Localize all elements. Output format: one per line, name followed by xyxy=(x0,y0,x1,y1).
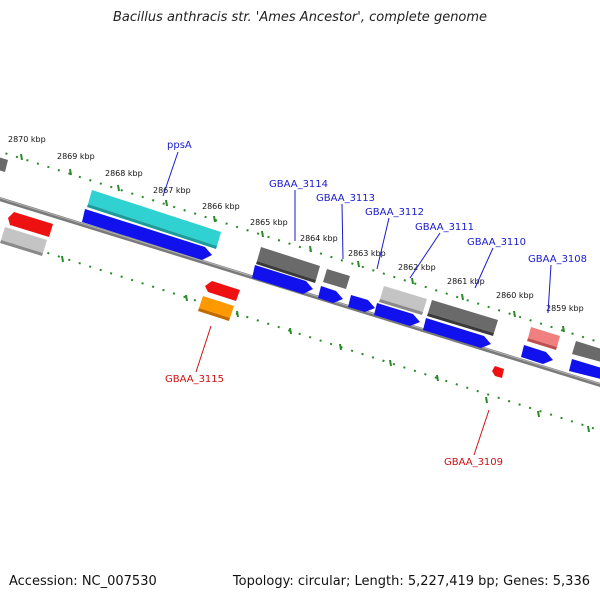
gene-feature-blue[interactable] xyxy=(318,286,343,303)
gene-feature-dark-gray[interactable] xyxy=(0,156,8,172)
gene-feature-shade xyxy=(527,338,557,350)
accession-text: Accession: NC_007530 xyxy=(9,574,157,589)
inner-tick-track xyxy=(0,236,600,432)
gene-feature-light-gray[interactable] xyxy=(1,227,47,253)
gene-feature-GBAA_3111[interactable] xyxy=(428,300,498,333)
gene-label-GBAA_3111: GBAA_3111 xyxy=(415,222,474,233)
gene-label-ppsA: ppsA xyxy=(167,140,192,151)
kbp-label: 2868 kbp xyxy=(105,169,143,178)
gene-feature-shade xyxy=(427,313,494,336)
gene-feature-blue[interactable] xyxy=(82,209,212,260)
kbp-label: 2861 kbp xyxy=(447,277,485,286)
gene-feature-blue[interactable] xyxy=(521,345,553,364)
topology-text: Topology: circular; Length: 5,227,419 bp… xyxy=(232,574,590,589)
gene-label-GBAA_3110: GBAA_3110 xyxy=(467,237,526,248)
kbp-label: 2870 kbp xyxy=(8,135,46,144)
gene-feature-blue[interactable] xyxy=(252,265,313,294)
gene-feature-GBAA_3114[interactable] xyxy=(257,247,320,280)
gene-feature-blue[interactable] xyxy=(569,359,600,380)
gene-feature-blue[interactable] xyxy=(374,303,420,326)
gene-feature-red[interactable] xyxy=(8,212,53,237)
kbp-label: 2860 kbp xyxy=(496,291,534,300)
outer-major-ticks xyxy=(20,153,565,333)
kbp-label: 2863 kbp xyxy=(348,249,386,258)
gene-label-GBAA_3109: GBAA_3109 xyxy=(444,457,503,468)
gene-label-GBAA_3114: GBAA_3114 xyxy=(269,179,328,190)
gene-label-GBAA_3115: GBAA_3115 xyxy=(165,374,224,385)
gene-label-GBAA_3113: GBAA_3113 xyxy=(316,193,375,204)
kbp-label: 2867 kbp xyxy=(153,186,191,195)
gene-feature-blue[interactable] xyxy=(348,295,375,312)
outer-tick-track xyxy=(0,150,600,344)
kbp-label: 2864 kbp xyxy=(300,234,338,243)
gene-labels: ppsA GBAA_3114 GBAA_3113 GBAA_3112 GBAA_… xyxy=(165,140,587,468)
gene-feature-shade xyxy=(87,204,217,249)
kbp-label: 2866 kbp xyxy=(202,202,240,211)
gene-feature-GBAA_3109[interactable] xyxy=(492,366,504,378)
gene-feature-GBAA_3113[interactable] xyxy=(323,269,350,289)
gene-feature-dark-gray[interactable] xyxy=(572,341,600,363)
kbp-label: 2859 kbp xyxy=(546,304,584,313)
gene-feature-shade xyxy=(198,308,230,321)
gene-label-GBAA_3112: GBAA_3112 xyxy=(365,207,424,218)
gene-feature-shade xyxy=(379,299,423,315)
kbp-label: 2869 kbp xyxy=(57,152,95,161)
gene-label-GBAA_3108: GBAA_3108 xyxy=(528,254,587,265)
gene-feature-ppsA[interactable] xyxy=(88,190,221,246)
gene-feature-GBAA_3115[interactable] xyxy=(199,296,234,318)
gene-feature-shade xyxy=(0,240,43,256)
gene-feature-GBAA_3108[interactable] xyxy=(528,327,560,347)
map-title: Bacillus anthracis str. 'Ames Ancestor',… xyxy=(112,10,488,25)
gene-feature-red[interactable] xyxy=(205,281,240,301)
label-leader-lines xyxy=(162,151,552,456)
gene-feature-shade xyxy=(256,261,316,283)
gene-feature-GBAA_3112[interactable] xyxy=(380,286,427,312)
gene-feature-blue[interactable] xyxy=(423,318,491,348)
kbp-label: 2865 kbp xyxy=(250,218,288,227)
